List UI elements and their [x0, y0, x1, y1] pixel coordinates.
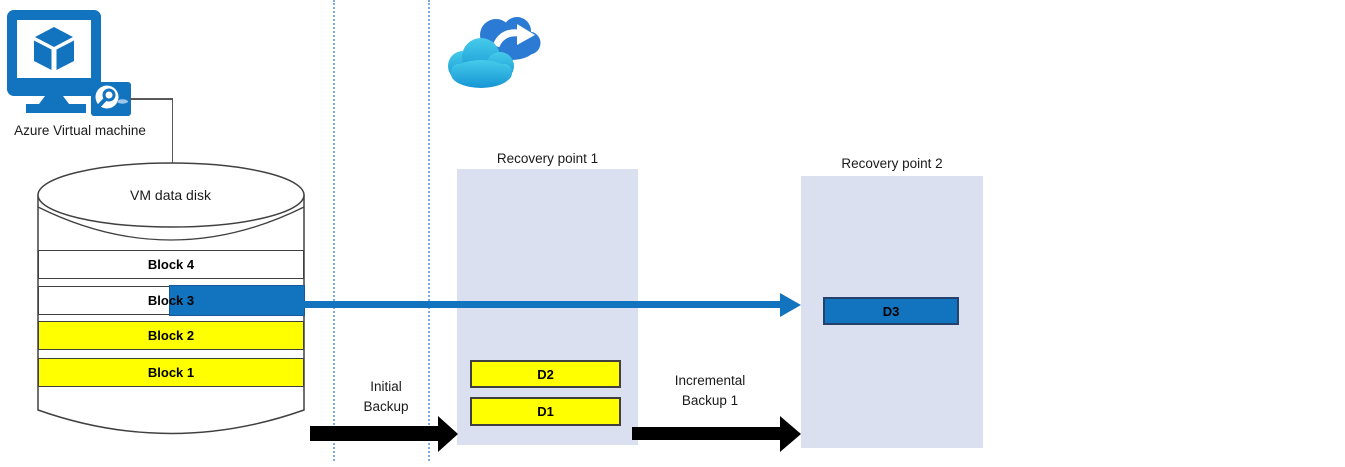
sync-arrow-glyph: [492, 24, 535, 48]
recovery-point-2-item-d3: D3: [823, 297, 959, 325]
d3-label: D3: [882, 303, 900, 319]
disk-block-2: Block 2: [38, 321, 304, 350]
recovery-point-2-title: Recovery point 2: [841, 156, 943, 171]
disk-block-1-label: Block 1: [147, 365, 195, 380]
azure-vm-label: Azure Virtual machine: [14, 123, 146, 138]
azure-backup-cloud-icon: [448, 17, 541, 88]
disk-block-4-label: Block 4: [147, 257, 195, 272]
disk-block-1: Block 1: [38, 358, 304, 387]
incremental-backup-arrow-shaft: [632, 427, 781, 440]
vm-disk-connector-horizontal: [130, 98, 173, 100]
vm-data-disk-title: VM data disk: [130, 187, 211, 203]
changed-block-arrow-head: [780, 292, 801, 317]
cube-glyph: [34, 27, 74, 70]
dotted-guide-line-left: [333, 0, 335, 461]
disk-block-2-label: Block 2: [147, 328, 195, 343]
incremental-backup-label: Incremental Backup 1: [674, 373, 746, 408]
front-cloud-shape: [448, 38, 514, 88]
azure-vm-monitor-icon: [7, 10, 131, 116]
recovery-point-1-item-d2: D2: [470, 360, 621, 388]
d2-label: D2: [537, 366, 554, 382]
changed-block-arrow-shaft: [303, 301, 781, 308]
dotted-guide-line-right: [428, 0, 430, 461]
disk-block-3-changed-highlight: [169, 285, 305, 316]
d1-label: D1: [537, 404, 554, 419]
vm-disk-connector-vertical: [171, 98, 174, 164]
incremental-backup-arrow-head: [780, 416, 801, 452]
disk-block-3-label: Block 3: [147, 293, 195, 308]
recovery-point-1-item-d1: D1: [470, 397, 621, 426]
initial-backup-label: Initial Backup: [363, 379, 409, 414]
disk-search-icon: [91, 82, 131, 116]
initial-backup-arrow-shaft: [310, 426, 440, 441]
initial-backup-arrow-head: [438, 415, 458, 452]
disk-block-4: Block 4: [38, 250, 304, 279]
recovery-point-1-title: Recovery point 1: [496, 151, 599, 166]
